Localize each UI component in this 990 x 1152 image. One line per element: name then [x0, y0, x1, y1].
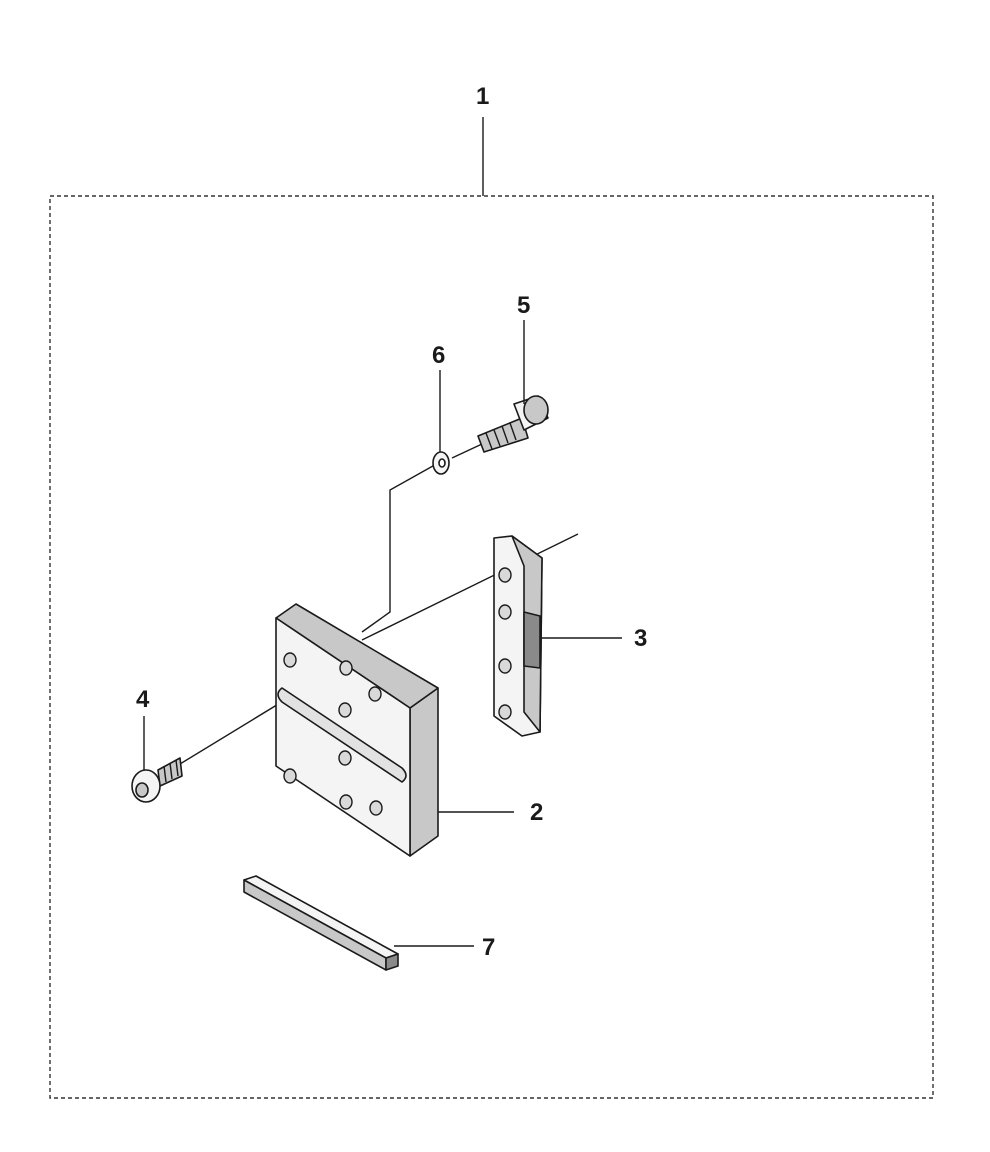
part-5-screw: [477, 395, 549, 453]
axis-line-washer: [361, 461, 441, 633]
part-4-screw: [131, 757, 183, 803]
part-3-guide: [493, 535, 543, 737]
callout-1: 1: [476, 83, 489, 110]
kit-boundary: [49, 195, 934, 1099]
axis-line-main: [361, 533, 579, 641]
part-7-key: [243, 875, 399, 971]
callout-2: 2: [530, 799, 543, 826]
axis-line-bolt-5: [451, 443, 483, 459]
callout-7: 7: [482, 934, 495, 961]
part-2-plate: [275, 603, 439, 857]
callout-3: 3: [634, 625, 647, 652]
callout-6: 6: [432, 342, 445, 369]
callout-4: 4: [136, 686, 150, 713]
callout-5: 5: [517, 292, 530, 319]
part-6-washer: [432, 451, 450, 475]
